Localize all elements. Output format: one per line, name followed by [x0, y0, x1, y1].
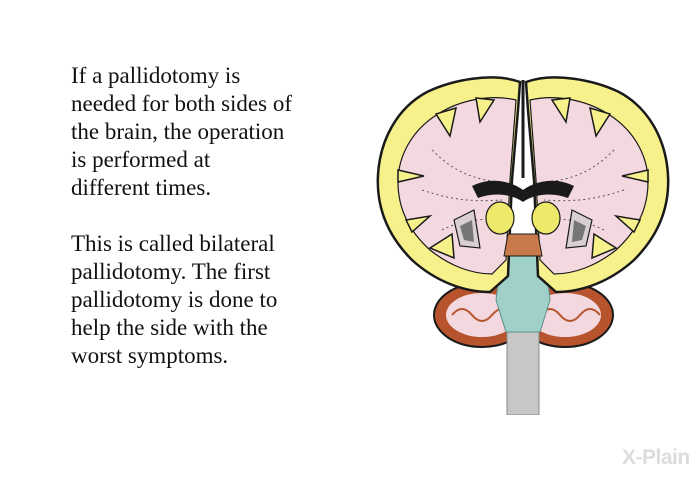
x-plain-logo: X-Plain	[622, 446, 690, 469]
body-text: If a pallidotomy is needed for both side…	[71, 62, 371, 398]
thalamus-left	[485, 201, 515, 235]
lateral-ventricles	[472, 180, 574, 202]
thalamus-right	[531, 201, 561, 235]
paragraph-1: If a pallidotomy is needed for both side…	[71, 63, 292, 200]
midbrain	[503, 233, 543, 257]
spinal-cord	[506, 324, 540, 415]
paragraph-2: This is called bilateral pallidotomy. Th…	[71, 231, 278, 368]
brain-coronal-illustration	[376, 76, 670, 415]
